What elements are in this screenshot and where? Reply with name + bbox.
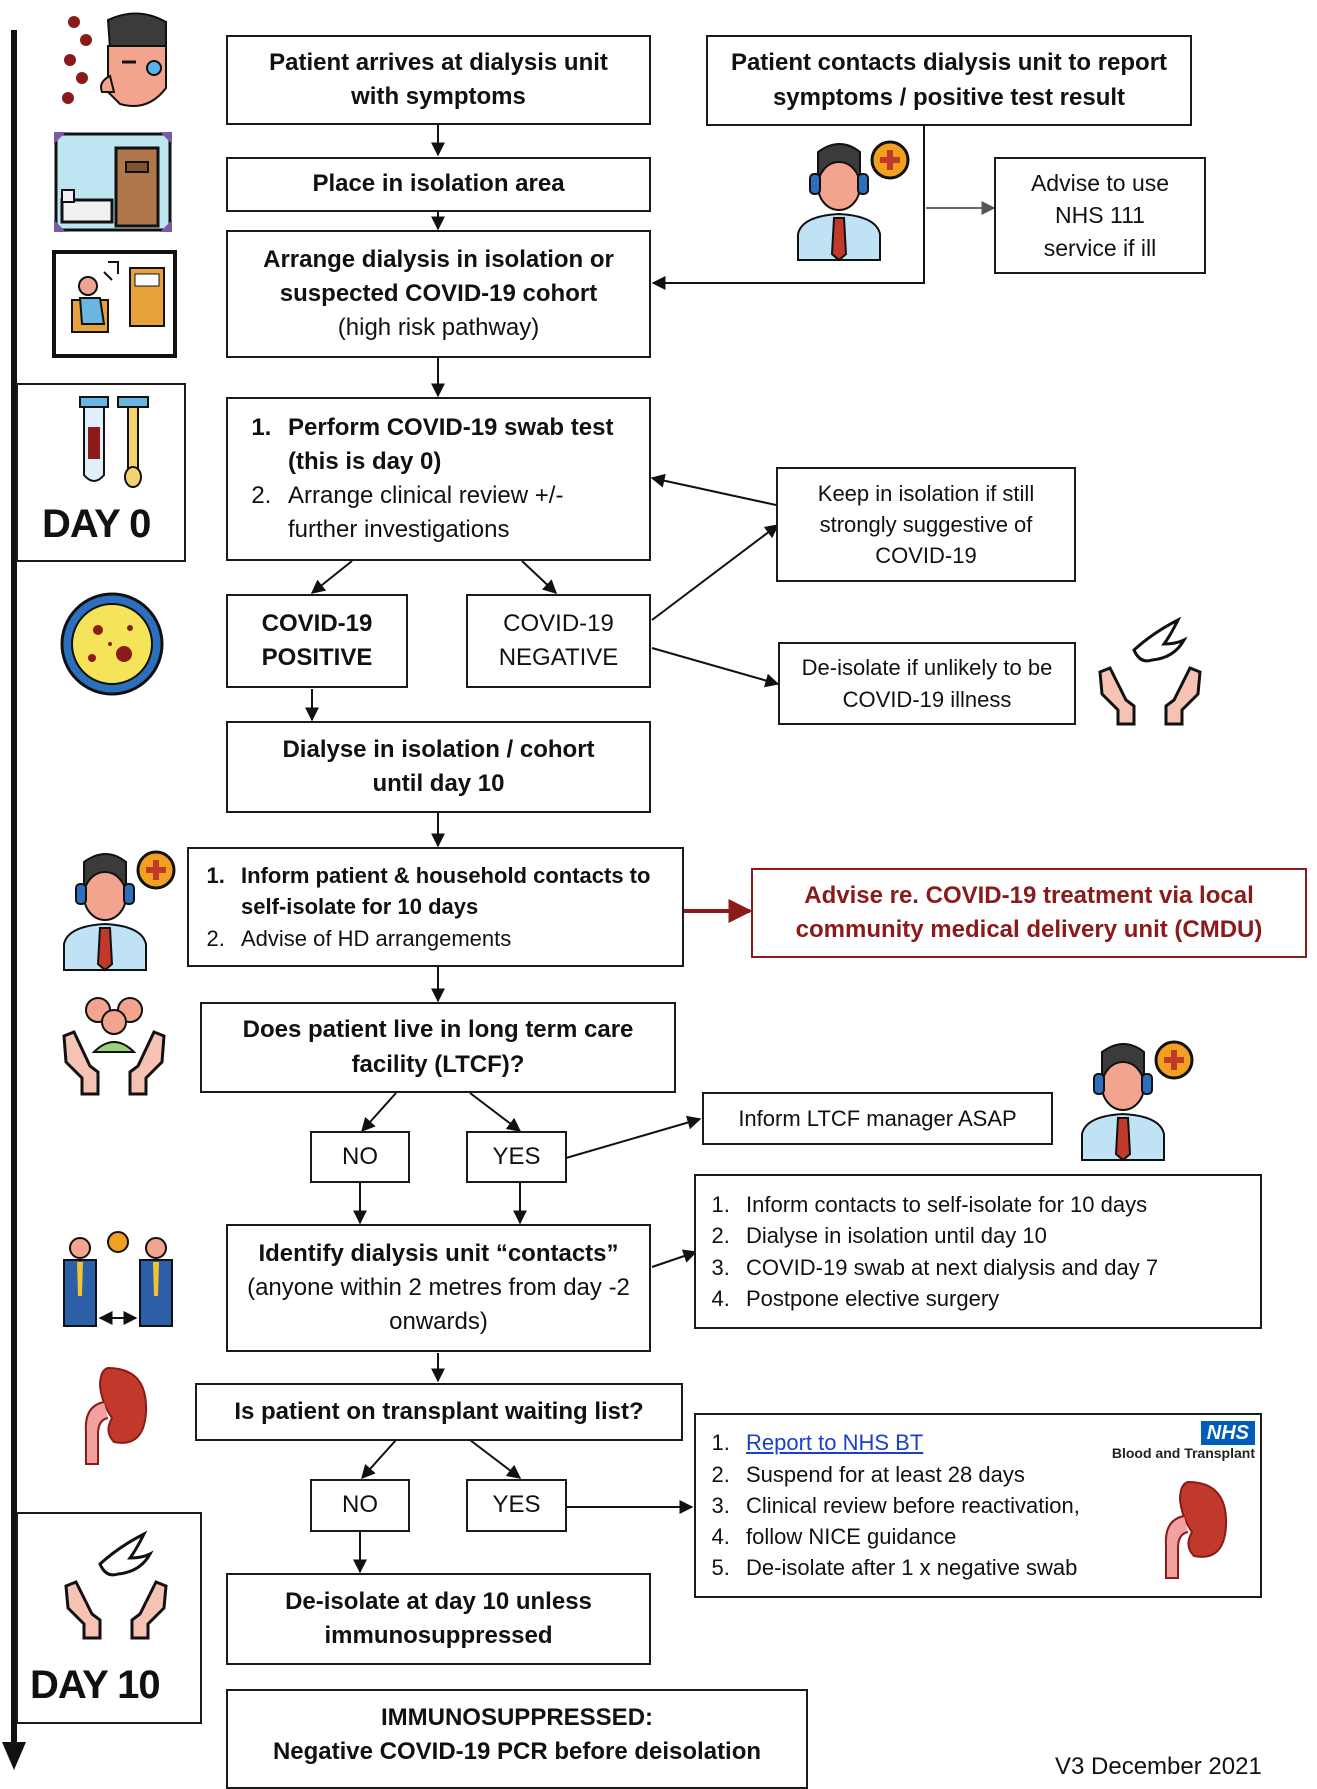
box-covid-negative: COVID-19 NEGATIVE bbox=[466, 594, 651, 688]
day10-box bbox=[16, 1512, 202, 1724]
call-centre-operator-icon bbox=[797, 140, 910, 262]
swab-item-1: Perform COVID-19 swab test (this is day … bbox=[278, 411, 639, 479]
box-dialyse-isolation: Dialyse in isolation / cohort until day … bbox=[226, 721, 651, 813]
call-centre-operator-icon bbox=[1081, 1040, 1194, 1162]
contacts-people-icon bbox=[63, 1231, 173, 1327]
swab-item-2: Arrange clinical review +/- further inve… bbox=[278, 479, 639, 547]
box-ltcf-question: Does patient live in long term care faci… bbox=[200, 1002, 676, 1093]
arrange-dialysis-note: (high risk pathway) bbox=[337, 314, 540, 342]
box-inform-patient: Inform patient & household contacts to s… bbox=[187, 847, 684, 967]
dove-hands-icon bbox=[1098, 616, 1202, 726]
box-deisolate-day10: De-isolate at day 10 unless immunosuppre… bbox=[226, 1573, 651, 1665]
transplant-item-1: Report to NHS BT bbox=[736, 1427, 1250, 1458]
box-ltcf-yes: YES bbox=[466, 1131, 567, 1183]
box-transplant-no: NO bbox=[310, 1479, 410, 1532]
transplant-item-4: follow NICE guidance bbox=[736, 1521, 1250, 1552]
care-hands-icon bbox=[62, 997, 166, 1096]
box-transplant-question: Is patient on transplant waiting list? bbox=[195, 1383, 683, 1441]
box-contacts-actions: Inform contacts to self-isolate for 10 d… bbox=[694, 1174, 1262, 1329]
box-place-isolation: Place in isolation area bbox=[226, 157, 651, 212]
call-centre-operator-icon bbox=[63, 850, 176, 972]
box-patient-contacts-unit: Patient contacts dialysis unit to report… bbox=[706, 35, 1192, 126]
box-swab-test: Perform COVID-19 swab test (this is day … bbox=[226, 397, 651, 561]
box-deisolate-unlikely: De-isolate if unlikely to be COVID-19 il… bbox=[778, 642, 1076, 725]
dove-hands-icon bbox=[64, 1530, 168, 1640]
day10-label: DAY 10 bbox=[30, 1663, 161, 1707]
box-arrange-dialysis: Arrange dialysis in isolation or suspect… bbox=[226, 230, 651, 358]
nhs-blood-transplant-logo: NHS Blood and Transplant bbox=[1090, 1421, 1255, 1463]
box-covid-positive: COVID-19 POSITIVE bbox=[226, 594, 408, 688]
nhs-logo-mark: NHS bbox=[1200, 1421, 1255, 1445]
timeline-arrowhead bbox=[2, 1742, 26, 1770]
contacts-item-4: Postpone elective surgery bbox=[736, 1283, 1250, 1314]
box-advise-nhs-111: Advise to use NHS 111 service if ill bbox=[994, 157, 1206, 274]
box-transplant-yes: YES bbox=[466, 1479, 567, 1532]
box-cmdu-advice: Advise re. COVID-19 treatment via local … bbox=[751, 868, 1307, 958]
inform-item-1: Inform patient & household contacts to s… bbox=[231, 860, 672, 922]
kidney-icon bbox=[1164, 1480, 1228, 1579]
box-transplant-actions: Report to NHS BT Suspend for at least 28… bbox=[694, 1413, 1262, 1598]
immuno-text: Negative COVID-19 PCR before deisolation bbox=[272, 1738, 762, 1766]
identify-contacts-note: (anyone within 2 metres from day -2 onwa… bbox=[247, 1273, 630, 1336]
isolation-room-icon bbox=[54, 132, 172, 232]
virus-petri-dish-icon bbox=[60, 592, 164, 696]
day0-label: DAY 0 bbox=[42, 502, 151, 546]
test-tube-icon bbox=[79, 396, 149, 488]
contacts-item-3: COVID-19 swab at next dialysis and day 7 bbox=[736, 1252, 1250, 1283]
box-identify-contacts: Identify dialysis unit “contacts” (anyon… bbox=[226, 1224, 651, 1352]
sick-patient-icon bbox=[62, 12, 167, 107]
box-patient-arrives: Patient arrives at dialysis unit with sy… bbox=[226, 35, 651, 125]
version-label: V3 December 2021 bbox=[1055, 1753, 1262, 1780]
nhs-logo-subtitle: Blood and Transplant bbox=[1111, 1445, 1255, 1461]
transplant-item-2: Suspend for at least 28 days bbox=[736, 1459, 1250, 1490]
box-ltcf-no: NO bbox=[310, 1131, 410, 1183]
dialysis-patient-icon bbox=[52, 250, 177, 358]
kidney-icon bbox=[84, 1366, 148, 1465]
transplant-item-3: Clinical review before reactivation, bbox=[736, 1490, 1250, 1521]
inform-item-2: Advise of HD arrangements bbox=[231, 923, 672, 954]
transplant-item-5: De-isolate after 1 x negative swab bbox=[736, 1552, 1250, 1583]
box-immunosuppressed: IMMUNOSUPPRESSED: Negative COVID-19 PCR … bbox=[226, 1689, 808, 1789]
immuno-title: IMMUNOSUPPRESSED: bbox=[380, 1704, 654, 1731]
identify-contacts-text: Identify dialysis unit “contacts” bbox=[258, 1239, 619, 1267]
arrange-dialysis-text: Arrange dialysis in isolation or suspect… bbox=[263, 245, 614, 307]
contacts-item-1: Inform contacts to self-isolate for 10 d… bbox=[736, 1189, 1250, 1220]
box-keep-isolation: Keep in isolation if still strongly sugg… bbox=[776, 467, 1076, 582]
box-inform-ltcf: Inform LTCF manager ASAP bbox=[702, 1092, 1053, 1145]
report-nhs-bt-link[interactable]: Report to NHS BT bbox=[746, 1430, 924, 1456]
contacts-item-2: Dialyse in isolation until day 10 bbox=[736, 1220, 1250, 1251]
